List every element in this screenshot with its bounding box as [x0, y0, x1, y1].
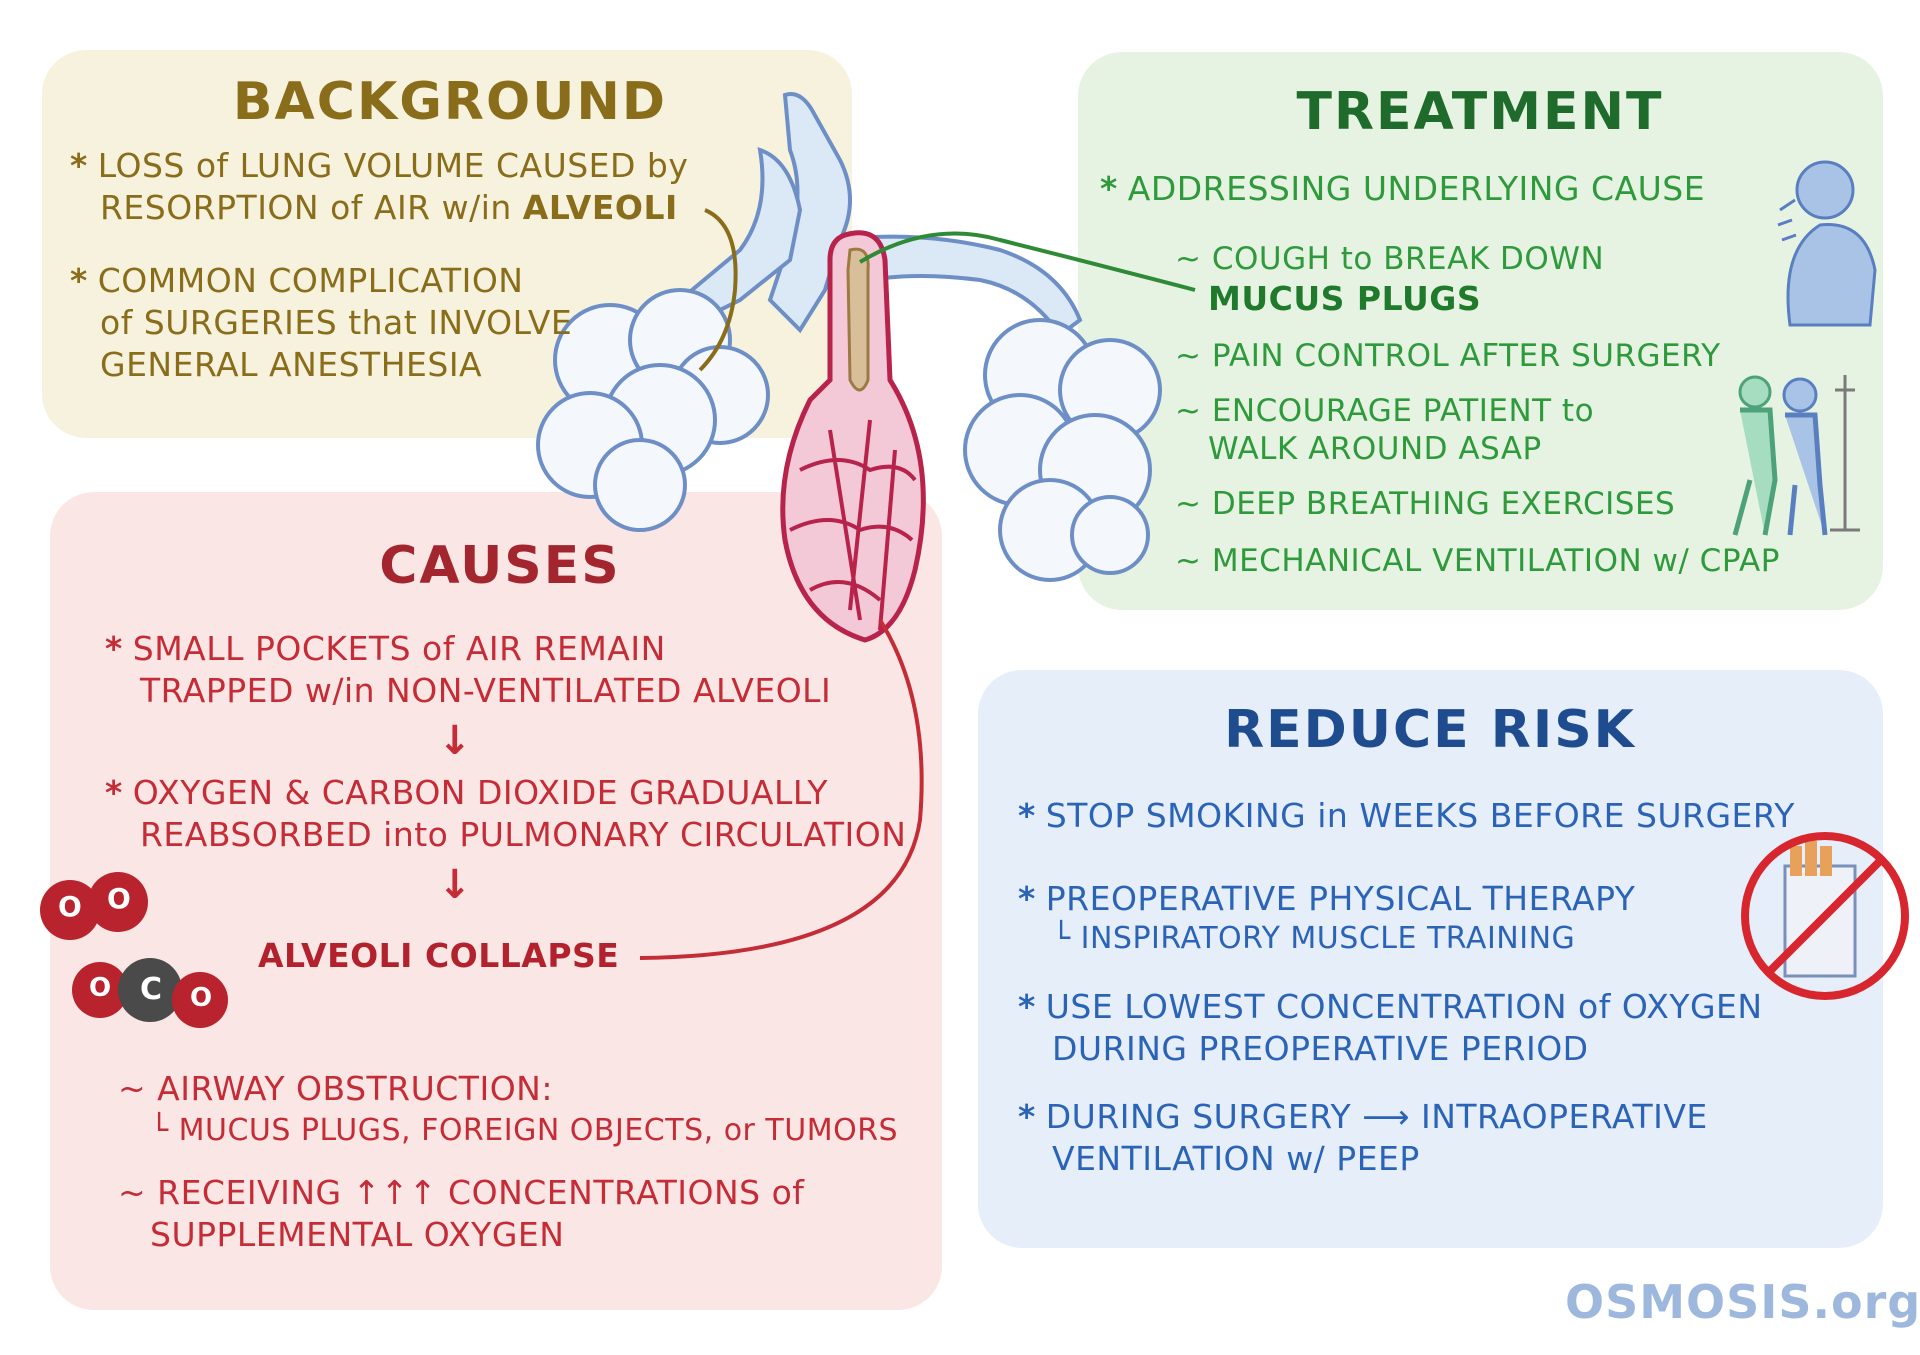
reduce-risk-item-2-line-1: *PREOPERATIVE PHYSICAL THERAPY: [1018, 878, 1635, 920]
sub-arrow-icon: └: [1052, 921, 1071, 956]
bullet-icon: *: [1018, 796, 1036, 835]
down-arrow-icon: ↓: [438, 862, 472, 908]
carbon-dioxide-molecule-icon: [72, 958, 228, 1028]
reduce-risk-item-1: *STOP SMOKING in WEEKS BEFORE SURGERY: [1018, 795, 1795, 837]
reduce-risk-title: REDUCE RISK: [1224, 700, 1636, 760]
causes-factor-2-line-1: ~ RECEIVING ↑↑↑ CONCENTRATIONS of: [118, 1172, 804, 1214]
causes-step-2-line-1: *OXYGEN & CARBON DIOXIDE GRADUALLY: [105, 772, 828, 814]
down-arrow-icon: ↓: [438, 718, 472, 764]
reduce-risk-item-4-line-1: *DURING SURGERY ⟶ INTRAOPERATIVE: [1018, 1096, 1708, 1138]
tilde-icon: ~: [1175, 543, 1202, 579]
background-item-2-line-2: of SURGERIES that INVOLVE: [100, 303, 573, 342]
treatment-item-5: ~ MECHANICAL VENTILATION w/ CPAP: [1175, 540, 1780, 582]
reduce-risk-item-1-text: STOP SMOKING in WEEKS BEFORE SURGERY: [1045, 796, 1795, 835]
treatment-item-2-text: PAIN CONTROL AFTER SURGERY: [1211, 338, 1721, 374]
alveoli-collapse-label: ALVEOLI COLLAPSE: [258, 936, 620, 975]
reduce-risk-item-4-text: DURING SURGERY ⟶ INTRAOPERATIVE: [1045, 1097, 1708, 1136]
treatment-main: *ADDRESSING UNDERLYING CAUSE: [1100, 168, 1705, 210]
bullet-icon: *: [1018, 879, 1036, 918]
background-title: BACKGROUND: [232, 72, 668, 132]
molecule-icons: [40, 872, 228, 1028]
molecule-c-label: C: [140, 972, 163, 1007]
treatment-item-1-text: COUGH to BREAK DOWN: [1211, 241, 1605, 277]
reduce-risk-item-2-sub-text: INSPIRATORY MUSCLE TRAINING: [1080, 921, 1576, 956]
causes-factor-1-text: AIRWAY OBSTRUCTION:: [157, 1069, 553, 1108]
treatment-title: TREATMENT: [1296, 82, 1664, 142]
background-item-2-line-1: *COMMON COMPLICATION: [70, 260, 524, 302]
tilde-icon: ~: [1175, 338, 1202, 374]
reduce-risk-panel: [978, 670, 1883, 1248]
causes-step-1-line-2: TRAPPED w/in NON-VENTILATED ALVEOLI: [140, 671, 832, 710]
treatment-item-1-line-1: ~ COUGH to BREAK DOWN: [1175, 238, 1604, 280]
tilde-icon: ~: [1175, 486, 1202, 522]
alveolus-with-capillaries: [780, 230, 926, 643]
treatment-item-3-text: ENCOURAGE PATIENT to: [1211, 393, 1595, 429]
bullet-icon: *: [1018, 987, 1036, 1026]
causes-step-1-text: SMALL POCKETS of AIR REMAIN: [132, 629, 666, 668]
left-alveoli-cluster: [536, 288, 770, 532]
no-smoking-icon: [1741, 832, 1909, 1000]
molecule-o-label-4: O: [190, 983, 213, 1013]
reduce-risk-item-3-line-2: DURING PREOPERATIVE PERIOD: [1052, 1029, 1589, 1068]
alveoli-keyword: ALVEOLI: [522, 188, 678, 227]
tilde-icon: ~: [1175, 241, 1202, 277]
causes-factor-1-line-2: └ MUCUS PLUGS, FOREIGN OBJECTS, or TUMOR…: [150, 1110, 898, 1152]
bullet-icon: *: [1018, 1097, 1036, 1136]
causes-step-1-line-1: *SMALL POCKETS of AIR REMAIN: [105, 628, 666, 670]
tilde-icon: ~: [1175, 393, 1202, 429]
treatment-item-2: ~ PAIN CONTROL AFTER SURGERY: [1175, 335, 1721, 377]
bullet-icon: *: [105, 629, 123, 668]
treatment-item-1-line-2: MUCUS PLUGS: [1208, 279, 1482, 318]
sub-arrow-icon: └: [150, 1113, 169, 1148]
walking-patients-icon: [1732, 375, 1860, 536]
treatment-panel: [1078, 52, 1883, 610]
causes-step-2-line-2: REABSORBED into PULMONARY CIRCULATION: [140, 815, 907, 854]
osmosis-logo: OSMOSIS.org: [1565, 1275, 1920, 1329]
reduce-risk-item-4-line-2: VENTILATION w/ PEEP: [1052, 1139, 1420, 1178]
right-alveoli-cluster: [963, 318, 1162, 582]
background-item-2-text: COMMON COMPLICATION: [97, 261, 524, 300]
treatment-item-3-line-1: ~ ENCOURAGE PATIENT to: [1175, 390, 1594, 432]
treatment-item-4: ~ DEEP BREATHING EXERCISES: [1175, 483, 1675, 525]
causes-step-2-text: OXYGEN & CARBON DIOXIDE GRADUALLY: [132, 773, 828, 812]
tilde-icon: ~: [118, 1069, 147, 1108]
causes-factor-1-line-1: ~ AIRWAY OBSTRUCTION:: [118, 1068, 553, 1110]
reduce-risk-item-2-text: PREOPERATIVE PHYSICAL THERAPY: [1045, 879, 1636, 918]
reduce-risk-item-3-line-1: *USE LOWEST CONCENTRATION of OXYGEN: [1018, 986, 1763, 1028]
tilde-icon: ~: [118, 1173, 147, 1212]
causes-factor-2-text: RECEIVING ↑↑↑ CONCENTRATIONS of: [157, 1173, 805, 1212]
causes-factor-1-sub-text: MUCUS PLUGS, FOREIGN OBJECTS, or TUMORS: [178, 1113, 899, 1148]
treatment-main-text: ADDRESSING UNDERLYING CAUSE: [1127, 169, 1706, 208]
reduce-risk-item-3-text: USE LOWEST CONCENTRATION of OXYGEN: [1045, 987, 1763, 1026]
bullet-icon: *: [70, 146, 88, 185]
molecule-o-label-3: O: [89, 973, 112, 1003]
treatment-item-5-text: MECHANICAL VENTILATION w/ CPAP: [1211, 543, 1780, 579]
causes-factor-2-line-2: SUPPLEMENTAL OXYGEN: [150, 1215, 565, 1254]
bullet-icon: *: [70, 261, 88, 300]
treatment-item-4-text: DEEP BREATHING EXERCISES: [1211, 486, 1676, 522]
background-item-1-line-2: RESORPTION of AIR w/in ALVEOLI: [100, 187, 678, 229]
background-item-2-line-3: GENERAL ANESTHESIA: [100, 345, 483, 384]
causes-panel: [50, 492, 942, 1310]
causes-title: CAUSES: [379, 536, 621, 596]
reduce-risk-item-2-sub: └ INSPIRATORY MUSCLE TRAINING: [1052, 918, 1575, 960]
molecule-o-label-2: O: [107, 882, 131, 915]
oxygen-molecule-icon: [40, 872, 148, 940]
background-item-1-line-1: *LOSS of LUNG VOLUME CAUSED by: [70, 145, 688, 187]
bullet-icon: *: [105, 773, 123, 812]
background-item-1-text-2: RESORPTION of AIR w/in: [100, 188, 523, 227]
molecule-o-label-1: O: [58, 890, 82, 923]
bullet-icon: *: [1100, 169, 1118, 208]
treatment-item-3-line-2: WALK AROUND ASAP: [1208, 431, 1542, 467]
coughing-person-icon: [1777, 160, 1877, 327]
background-item-1-text: LOSS of LUNG VOLUME CAUSED by: [97, 146, 689, 185]
